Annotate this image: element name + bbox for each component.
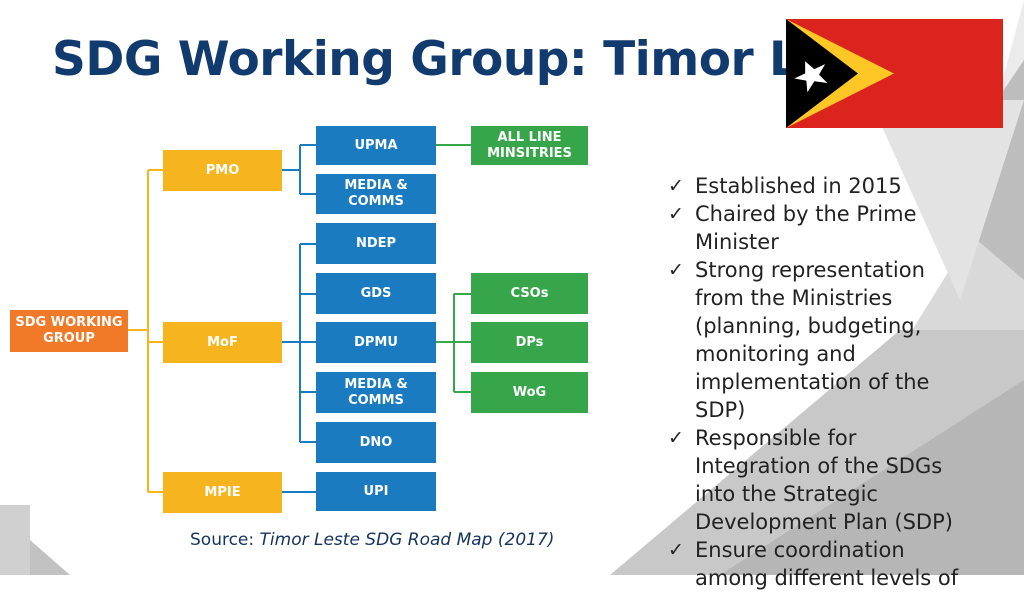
org-box-level2: NDEP <box>316 223 436 264</box>
org-box-level2: DPMU <box>316 322 436 363</box>
slide-title: SDG Working Group: Timor Leste <box>52 32 911 87</box>
org-box-level3: DPs <box>471 322 588 363</box>
bullet-item: ✓ Responsible for Integration of the SDGs… <box>668 424 978 536</box>
checkmark-icon: ✓ <box>668 539 684 561</box>
source-prefix: Source: <box>190 530 260 550</box>
bullet-text: Responsible for Integration of the SDGs … <box>695 426 953 534</box>
org-box-root: SDG WORKING GROUP <box>10 310 128 352</box>
org-box-level1: MoF <box>163 322 282 363</box>
org-box-level2: MEDIA & COMMS <box>316 174 436 214</box>
bullet-text: Established in 2015 <box>695 174 902 198</box>
bullet-list: ✓ Established in 2015 ✓ Chaired by the Pri… <box>668 172 978 592</box>
org-box-level1: PMO <box>163 150 282 191</box>
bullet-text: Strong representation from the Ministrie… <box>695 258 930 422</box>
checkmark-icon: ✓ <box>668 259 684 281</box>
bullet-item: ✓ Strong representation from the Ministri… <box>668 256 978 424</box>
bullet-item: ✓ Established in 2015 <box>668 172 978 200</box>
source-citation: Timor Leste SDG Road Map (2017) <box>259 530 555 550</box>
bullet-text: Chaired by the Prime Minister <box>695 202 917 254</box>
org-chart-connectors <box>128 144 471 493</box>
org-box-level2: UPI <box>316 472 436 511</box>
bullet-text: Ensure coordination among different leve… <box>695 538 959 590</box>
org-box-level2: DNO <box>316 422 436 463</box>
org-box-level2: MEDIA & COMMS <box>316 372 436 413</box>
timor-leste-flag-icon <box>786 19 1003 128</box>
org-chart: SDG WORKING GROUP PMO MoF MPIE UPMA MEDI… <box>0 110 600 520</box>
checkmark-icon: ✓ <box>668 175 684 197</box>
bullet-item: ✓ Chaired by the Prime Minister <box>668 200 978 256</box>
org-box-level2: GDS <box>316 273 436 314</box>
source-caption: Source: Timor Leste SDG Road Map (2017) <box>190 530 554 550</box>
org-box-level1: MPIE <box>163 472 282 513</box>
flag-star-icon <box>794 61 828 93</box>
org-box-level3: WoG <box>471 372 588 413</box>
bullet-item: ✓ Ensure coordination among different lev… <box>668 536 978 592</box>
org-box-level2: UPMA <box>316 126 436 165</box>
checkmark-icon: ✓ <box>668 203 684 225</box>
background-graphic <box>0 0 1024 575</box>
org-box-level3: CSOs <box>471 273 588 314</box>
org-box-level3: ALL LINE MINSITRIES <box>471 126 588 165</box>
checkmark-icon: ✓ <box>668 427 684 449</box>
